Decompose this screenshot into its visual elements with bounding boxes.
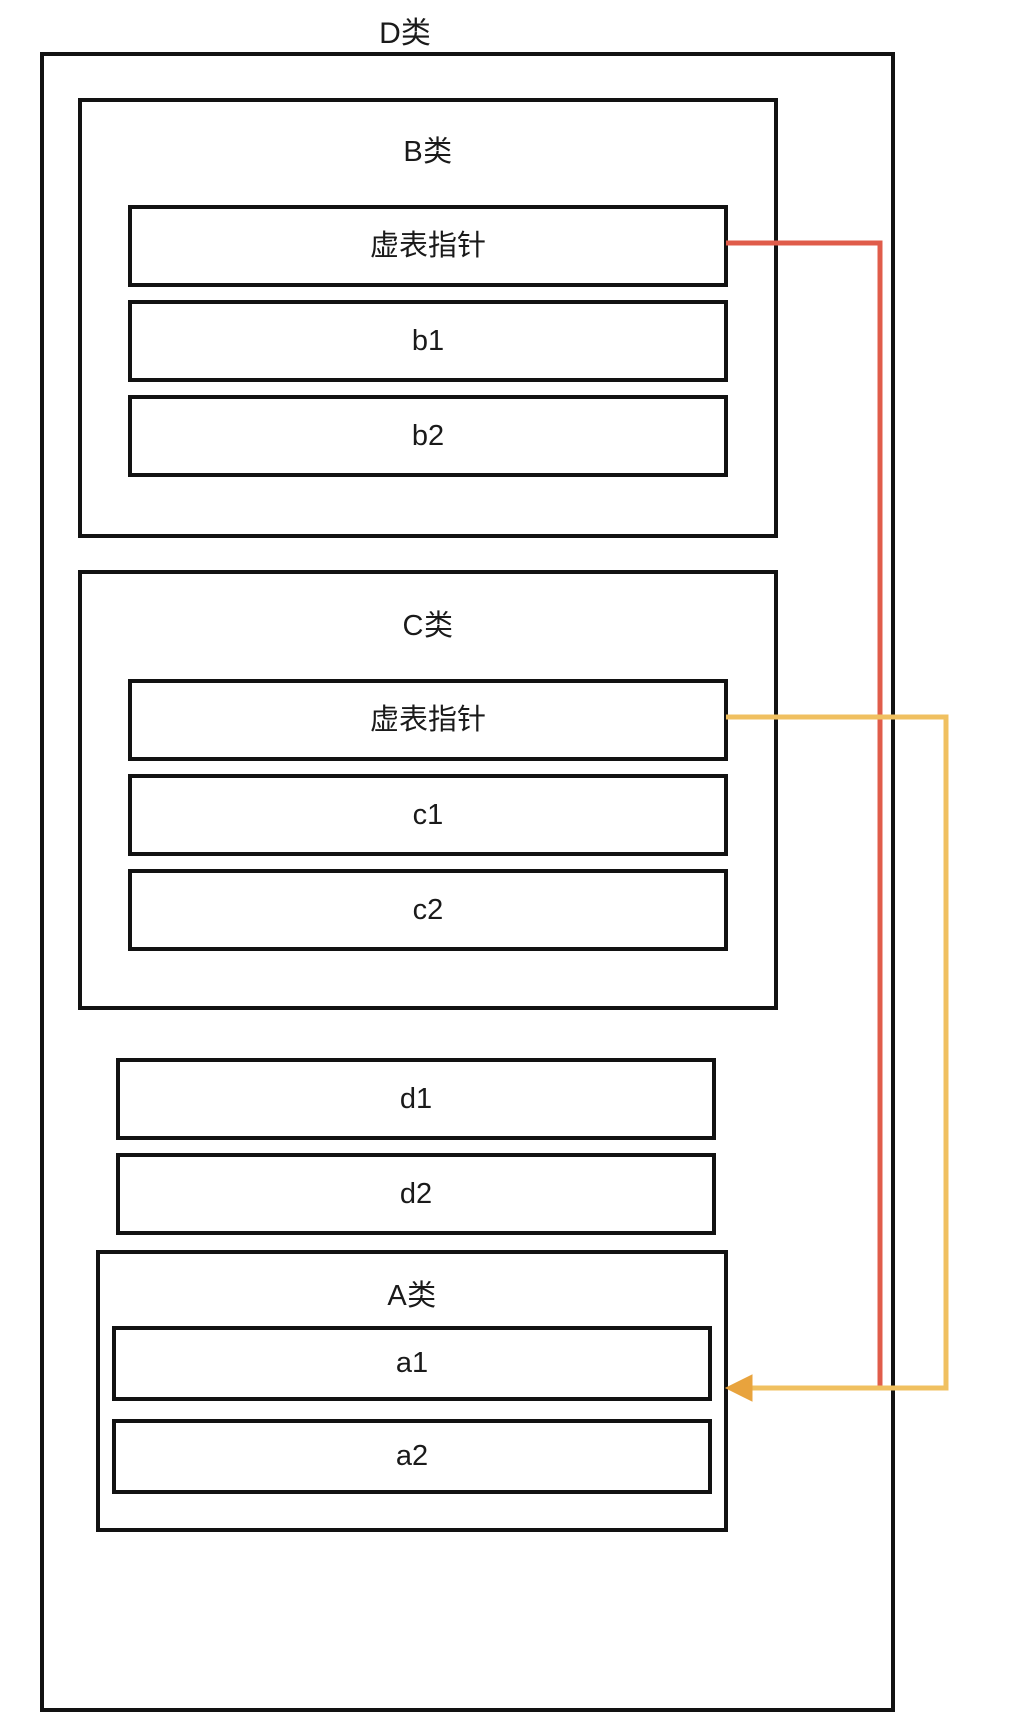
member-slot-c2: c2 xyxy=(128,869,728,951)
outer-class-title: D类 xyxy=(0,8,1030,52)
member-slot-b-vptr: 虚表指针 xyxy=(128,205,728,287)
member-slot-d2: d2 xyxy=(116,1153,716,1235)
member-slot-label: 虚表指针 xyxy=(369,229,486,262)
member-slot-c1: c1 xyxy=(128,774,728,856)
class-title-b: B类 xyxy=(403,136,453,168)
member-slot-label: c2 xyxy=(412,893,444,926)
member-slot-a2: a2 xyxy=(112,1419,712,1494)
member-slot-b2: b2 xyxy=(128,395,728,477)
member-slot-label: b1 xyxy=(411,324,445,357)
member-slot-c-vptr: 虚表指针 xyxy=(128,679,728,761)
member-slot-label: d1 xyxy=(399,1082,433,1115)
member-slot-b1: b1 xyxy=(128,300,728,382)
member-slot-label: b2 xyxy=(411,419,445,452)
class-title-a: A类 xyxy=(387,1280,437,1312)
member-slot-a1: a1 xyxy=(112,1326,712,1401)
member-slot-label: a2 xyxy=(395,1440,429,1472)
member-slot-label: c1 xyxy=(412,798,444,831)
member-slot-d1: d1 xyxy=(116,1058,716,1140)
outer-class-title-label: D类 xyxy=(379,17,431,50)
member-slot-label: d2 xyxy=(399,1177,433,1210)
class-title-c: C类 xyxy=(402,610,454,642)
member-slot-label: a1 xyxy=(395,1347,429,1379)
member-slot-label: 虚表指针 xyxy=(369,703,486,736)
